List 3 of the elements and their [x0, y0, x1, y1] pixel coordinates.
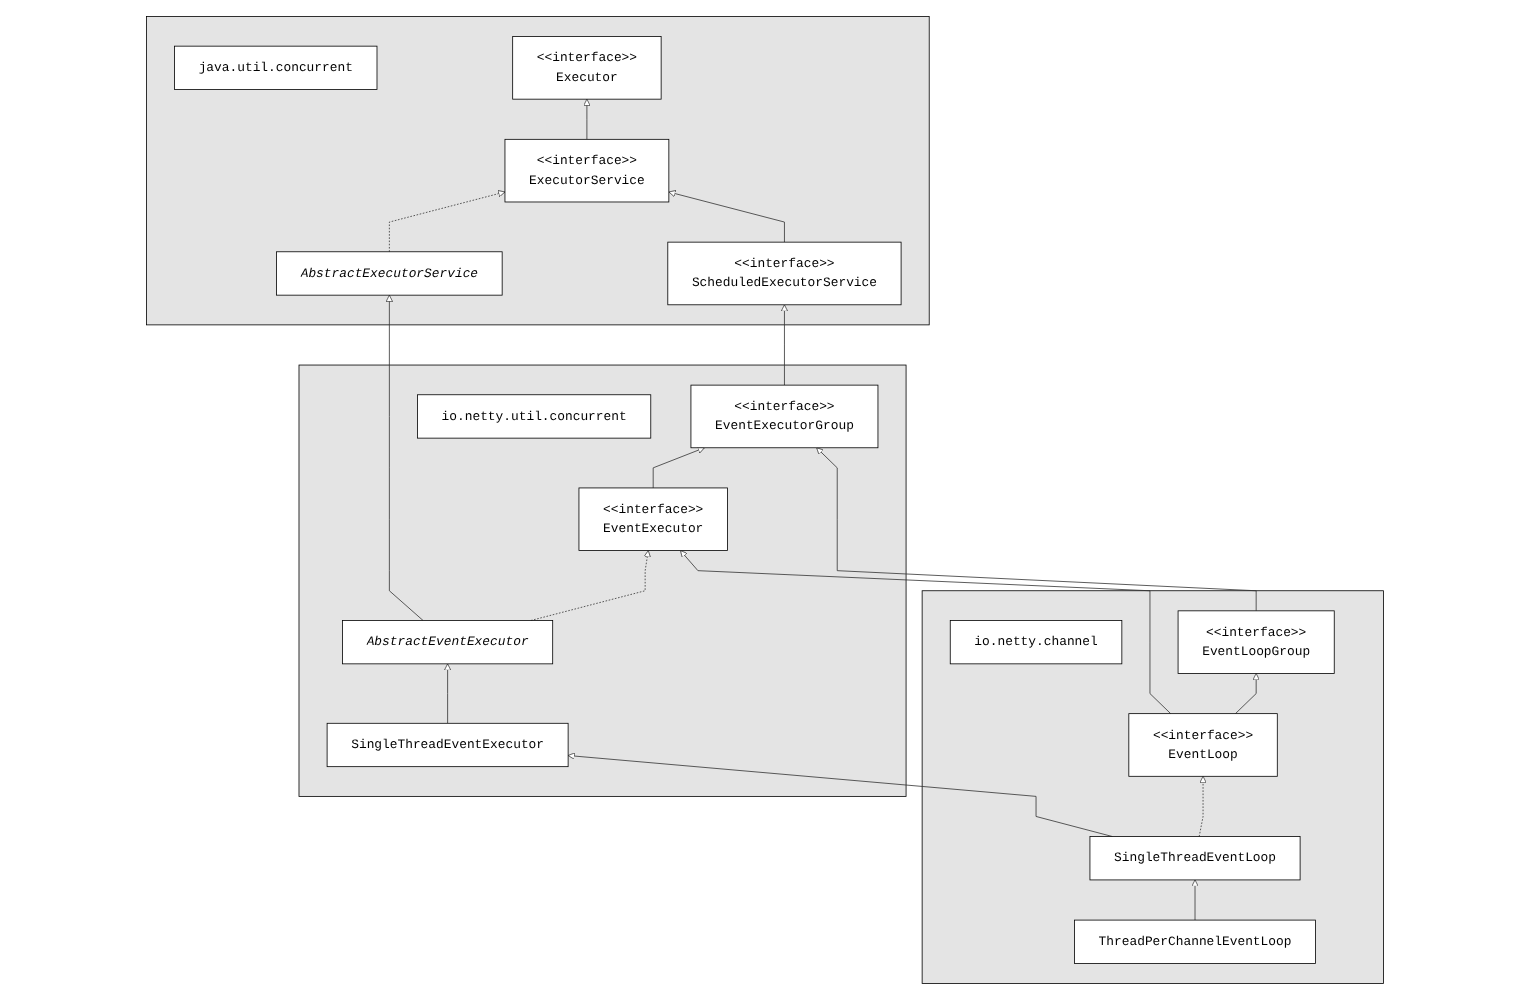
cluster	[921, 590, 1384, 984]
cluster	[298, 364, 907, 797]
cluster	[146, 16, 930, 326]
